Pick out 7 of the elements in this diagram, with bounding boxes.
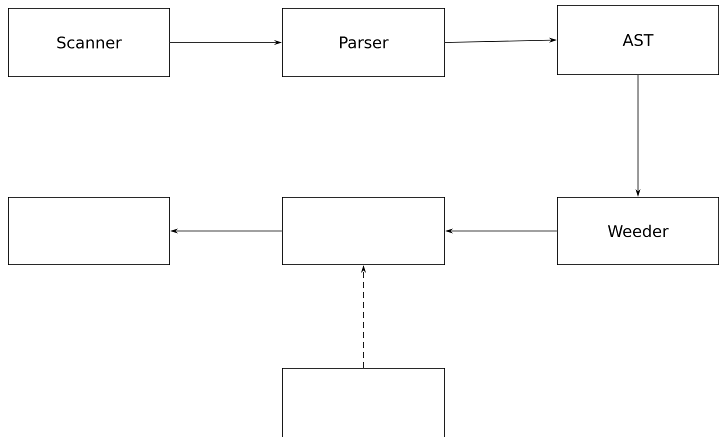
empty-box [8, 197, 170, 265]
process-box: Parser [282, 8, 445, 77]
process-box: AST [557, 5, 719, 75]
process-box: Weeder [557, 197, 719, 265]
process-box: Scanner [8, 8, 170, 77]
empty-box [282, 197, 445, 265]
empty-box [282, 368, 445, 437]
